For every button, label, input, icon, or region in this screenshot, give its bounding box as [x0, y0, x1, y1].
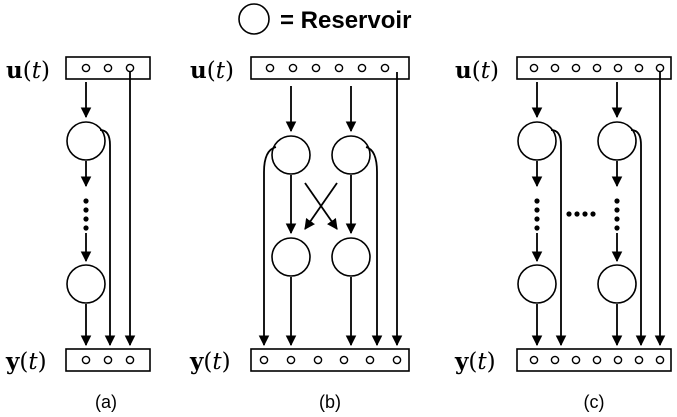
output-node [634, 355, 644, 365]
panel-b: u(t) [189, 56, 410, 412]
input-node [613, 63, 623, 73]
input-nodes-c [529, 63, 665, 73]
reservoir-b-bottom-right [331, 237, 371, 277]
input-node [288, 63, 298, 73]
panel-a: u(t) y(t) [5, 56, 151, 412]
ellipsis-dot [614, 207, 620, 213]
input-node [592, 63, 602, 73]
input-node [571, 63, 581, 73]
input-node [265, 63, 275, 73]
output-node [103, 355, 113, 365]
ellipsis-dot [83, 216, 89, 222]
reservoir-legend-circle-icon [238, 3, 270, 35]
output-label-a: y(t) [5, 348, 47, 375]
reservoir-b-top-right [331, 135, 371, 175]
ellipsis-dot [574, 211, 580, 217]
input-node [550, 63, 560, 73]
ellipsis-dot [534, 216, 540, 222]
skip-arrow [550, 129, 567, 347]
input-node [81, 63, 91, 73]
ellipsis-dot [614, 216, 620, 222]
input-node [634, 63, 644, 73]
panel-c: u(t) [454, 56, 672, 412]
skip-arrow [365, 146, 383, 347]
output-node [392, 355, 402, 365]
output-node [592, 355, 602, 365]
input-nodes-a [81, 63, 135, 73]
input-node [125, 63, 135, 73]
horizontal-ellipsis-c [566, 211, 596, 217]
input-node [103, 63, 113, 73]
output-node [365, 355, 375, 365]
cross-arrow [304, 182, 338, 230]
output-node [286, 355, 296, 365]
output-node [81, 355, 91, 365]
input-node [655, 63, 665, 73]
legend: = Reservoir [238, 3, 411, 35]
reservoir-c-left-top [517, 121, 557, 161]
ellipsis-dot [83, 225, 89, 231]
ellipsis-dot [566, 211, 572, 217]
output-node [655, 355, 665, 365]
input-node [311, 63, 321, 73]
reservoir-a-bottom [66, 264, 106, 304]
ellipsis-dot [83, 198, 89, 204]
vertical-ellipsis-c-left [534, 198, 540, 231]
output-label-c: y(t) [454, 348, 496, 375]
output-nodes-c [529, 355, 665, 365]
input-layer-b [250, 56, 410, 80]
reservoir-b-top-left [271, 135, 311, 175]
ellipsis-dot [534, 225, 540, 231]
input-node [529, 63, 539, 73]
reservoir-a-top [66, 121, 106, 161]
output-node [339, 355, 349, 365]
ellipsis-dot [83, 207, 89, 213]
vertical-ellipsis-a [83, 198, 89, 231]
caption-a: (a) [95, 392, 117, 412]
ellipsis-dot [614, 225, 620, 231]
output-nodes-b [259, 355, 402, 365]
output-layer-b [250, 348, 410, 372]
output-node [529, 355, 539, 365]
caption-b: (b) [319, 392, 341, 412]
output-node [259, 355, 269, 365]
reservoir-b-bottom-left [271, 237, 311, 277]
ellipsis-dot [614, 198, 620, 204]
output-nodes-a [81, 355, 135, 365]
ellipsis-dot [582, 211, 588, 217]
skip-arrow [630, 129, 647, 347]
output-node [125, 355, 135, 365]
vertical-ellipsis-c-right [614, 198, 620, 231]
ellipsis-dot [534, 207, 540, 213]
input-node [334, 63, 344, 73]
skip-arrow [99, 129, 116, 347]
input-label-a: u(t) [6, 57, 50, 84]
output-node [550, 355, 560, 365]
ellipsis-dot [590, 211, 596, 217]
caption-c: (c) [584, 392, 605, 412]
output-node [613, 355, 623, 365]
reservoir-c-left-bottom [517, 264, 557, 304]
output-node [313, 355, 323, 365]
reservoir-c-right-top [597, 121, 637, 161]
output-node [571, 355, 581, 365]
skip-arrow [258, 146, 277, 347]
input-label-b: u(t) [190, 57, 234, 84]
input-label-c: u(t) [455, 57, 499, 84]
input-node [380, 63, 390, 73]
input-node [357, 63, 367, 73]
legend-text: = Reservoir [280, 7, 411, 34]
output-label-b: y(t) [189, 348, 231, 375]
ellipsis-dot [534, 198, 540, 204]
reservoir-c-right-bottom [597, 264, 637, 304]
input-nodes-b [265, 63, 390, 73]
